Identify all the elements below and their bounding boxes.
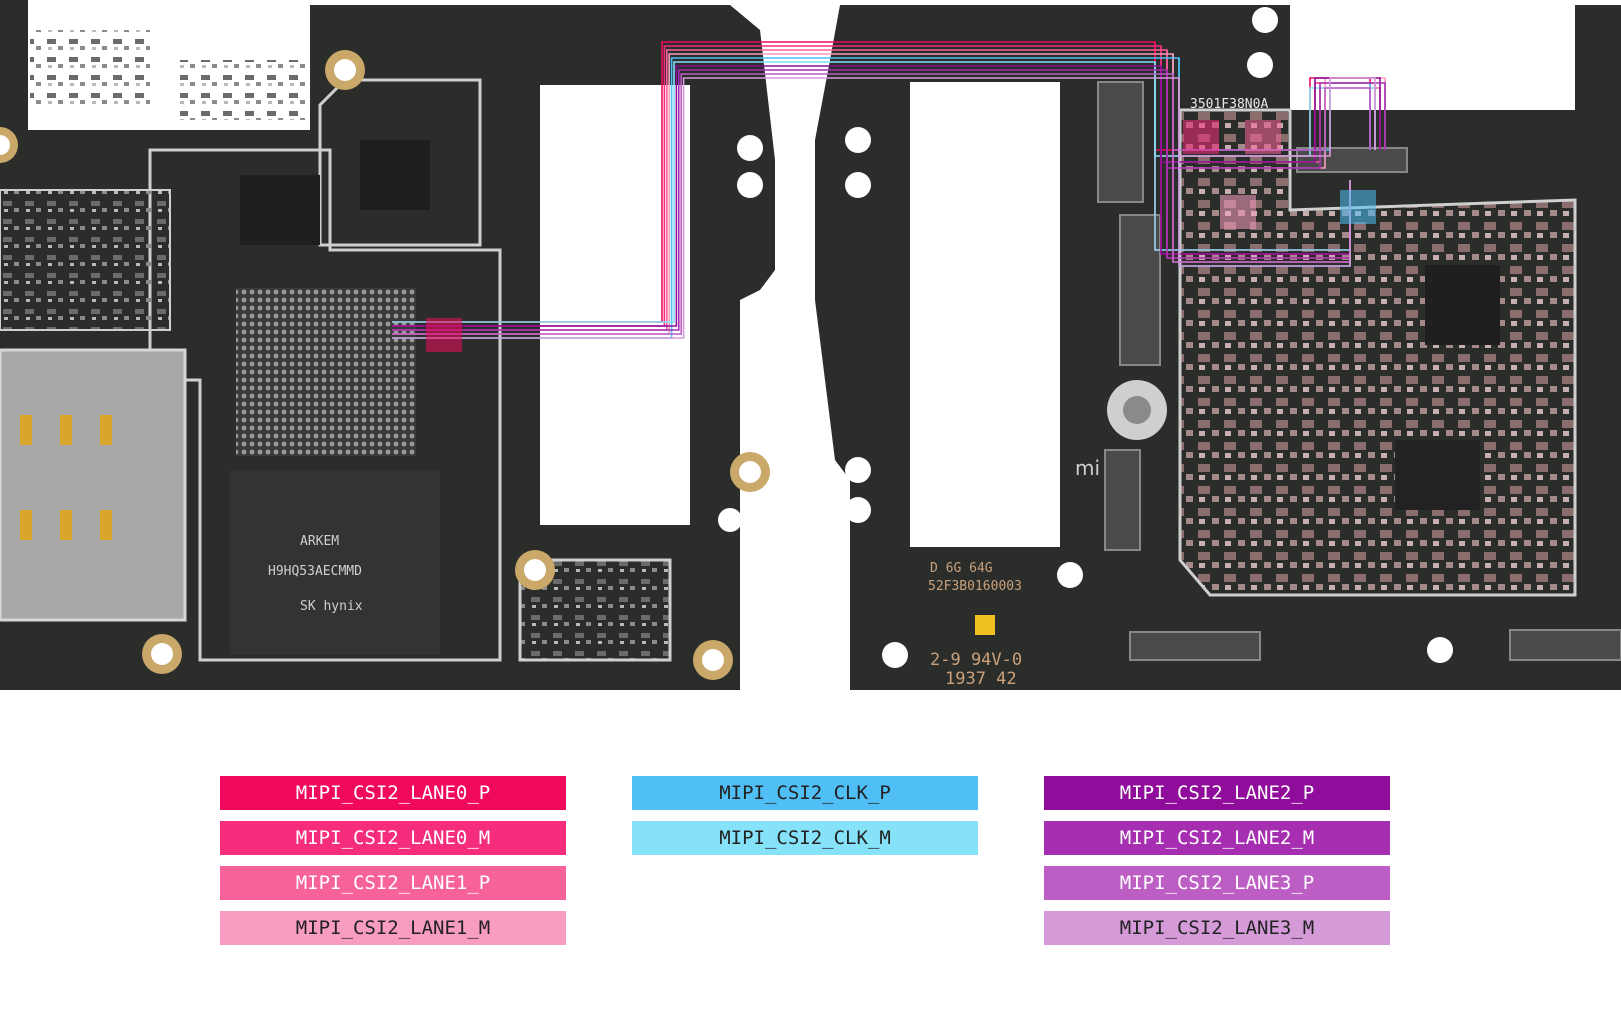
- pmic-chip-right: [1425, 265, 1500, 345]
- memory-chip-line2: ARKEM: [300, 534, 339, 549]
- legend-item-mipi-csi2-lane1-p: MIPI_CSI2_LANE1_P: [220, 866, 566, 900]
- pcb-rev-text: D 6G 64G: [930, 561, 993, 576]
- signal-pad-cluster: [1245, 120, 1281, 154]
- legend-item-mipi-csi2-lane2-m: MIPI_CSI2_LANE2_M: [1044, 821, 1390, 855]
- legend-item-mipi-csi2-lane2-p: MIPI_CSI2_LANE2_P: [1044, 776, 1390, 810]
- soc-bga: [236, 288, 416, 456]
- legend-item-mipi-csi2-clk-p: MIPI_CSI2_CLK_P: [632, 776, 978, 810]
- pcb-board-drawing: H9HQ53AECMMD ARKEM SK hynix: [0, 0, 1621, 690]
- legend-item-mipi-csi2-lane3-m: MIPI_CSI2_LANE3_M: [1044, 911, 1390, 945]
- pcb-code-text: 52F3B0160003: [928, 579, 1022, 594]
- mipi-trace-overlay: [392, 41, 1386, 352]
- sim-contacts: [20, 415, 112, 540]
- mounting-holes-left: [0, 50, 770, 680]
- legend-item-mipi-csi2-lane0-p: MIPI_CSI2_LANE0_P: [220, 776, 566, 810]
- connector-middle: [1119, 214, 1161, 366]
- legend-item-mipi-csi2-lane1-m: MIPI_CSI2_LANE1_M: [220, 911, 566, 945]
- pcb-board-photo: H9HQ53AECMMD ARKEM SK hynix: [0, 0, 1621, 690]
- right-board: D 6G 64G 52F3B0160003 2-9 94V-0 1937 42 …: [815, 5, 1621, 690]
- rf-chip: [360, 140, 430, 210]
- sim-card-slot: [0, 348, 187, 622]
- codec-chip: [1395, 440, 1480, 510]
- legend-item-mipi-csi2-lane3-p: MIPI_CSI2_LANE3_P: [1044, 866, 1390, 900]
- flex-id-text: 3501F38N0A: [1190, 97, 1268, 112]
- signal-pad-cluster: [1183, 120, 1219, 154]
- shield-outline-left: [0, 189, 171, 331]
- connector-bottom: [1129, 631, 1261, 661]
- connector-bottom-right: [1509, 629, 1621, 661]
- memory-chip: [230, 470, 440, 655]
- ul-mark-text: 2-9 94V-0: [930, 650, 1022, 670]
- pmic-chip: [240, 175, 320, 245]
- right-board-cutout: [910, 82, 1060, 547]
- legend-item-mipi-csi2-clk-m: MIPI_CSI2_CLK_M: [632, 821, 978, 855]
- mounting-holes-right: [845, 7, 1453, 668]
- left-board: H9HQ53AECMMD ARKEM SK hynix: [0, 0, 775, 690]
- signal-pad-cluster: [1340, 190, 1376, 224]
- brand-logo: mi: [1075, 456, 1100, 480]
- signal-pad-cluster: [426, 318, 462, 352]
- date-code-text: 1937 42: [945, 669, 1017, 689]
- test-pad: [975, 615, 995, 635]
- connector-lower: [1104, 449, 1141, 551]
- memory-chip-line3: SK hynix: [300, 599, 363, 614]
- connector-top: [1097, 81, 1144, 203]
- memory-chip-line1: H9HQ53AECMMD: [268, 564, 362, 579]
- signal-pad-cluster: [1220, 195, 1256, 229]
- legend-item-mipi-csi2-lane0-m: MIPI_CSI2_LANE0_M: [220, 821, 566, 855]
